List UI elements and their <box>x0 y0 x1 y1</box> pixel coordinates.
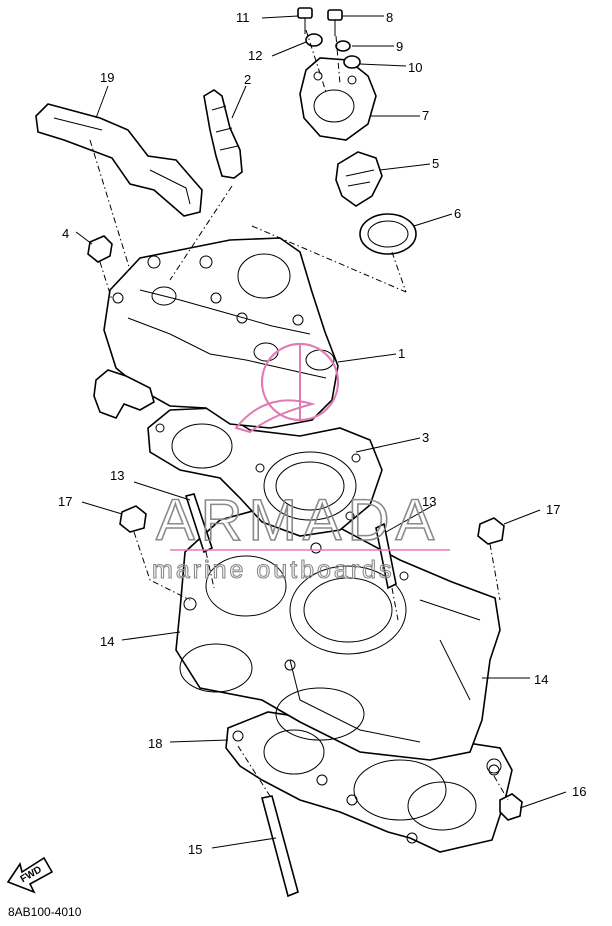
callout-18: 18 <box>148 736 162 751</box>
watermark-tagline: marine outboards <box>152 556 395 584</box>
washer-left <box>305 33 323 47</box>
drawing-code: 8AB100-4010 <box>8 905 82 919</box>
callout-1: 1 <box>398 346 405 361</box>
callout-19: 19 <box>100 70 114 85</box>
cover-bolt-right <box>327 9 343 36</box>
callout-5: 5 <box>432 156 439 171</box>
callout-3: 3 <box>422 430 429 445</box>
nut-right <box>477 517 505 545</box>
callout-12: 12 <box>248 48 262 63</box>
stud-bolt-left <box>184 493 213 554</box>
callout-2: 2 <box>244 72 251 87</box>
callout-9: 9 <box>396 39 403 54</box>
washer-upper-right <box>335 40 351 52</box>
callout-17-left: 17 <box>58 494 72 509</box>
watermark: ARMADA marine outboards <box>151 487 450 585</box>
cylinder-head <box>93 237 340 434</box>
cap-nut-lower-right <box>499 793 523 821</box>
callout-16: 16 <box>572 784 586 799</box>
o-ring <box>359 213 417 255</box>
callout-7: 7 <box>422 108 429 123</box>
callout-4: 4 <box>62 226 69 241</box>
assembly-centerlines <box>89 29 509 801</box>
callout-13-right: 13 <box>422 494 436 509</box>
callout-10: 10 <box>408 60 422 75</box>
thermostat <box>335 151 383 207</box>
callout-17-right: 17 <box>546 502 560 517</box>
callout-numbers: 1 2 3 4 5 6 7 8 9 10 11 12 13 13 14 14 1… <box>58 10 586 857</box>
cover-bolt-left <box>297 7 313 34</box>
stud-bolt-right <box>375 522 397 590</box>
cylinder-block <box>175 497 502 774</box>
head-cover-gasket <box>35 103 203 217</box>
nut-left <box>119 505 147 533</box>
forward-direction-arrow: FWD <box>6 856 54 894</box>
spark-plug <box>203 89 243 179</box>
callout-13-left: 13 <box>110 468 124 483</box>
callout-15: 15 <box>188 842 202 857</box>
washer-lower-right <box>343 55 361 69</box>
callout-6: 6 <box>454 206 461 221</box>
long-stud-bolt <box>261 795 299 898</box>
callout-leader-lines <box>75 15 567 849</box>
callout-11: 11 <box>236 10 250 25</box>
callout-14-right: 14 <box>534 672 548 687</box>
watermark-brand: ARMADA <box>156 488 440 553</box>
callout-8: 8 <box>386 10 393 25</box>
cap-nut <box>87 235 113 263</box>
callout-14-left: 14 <box>100 634 114 649</box>
thermostat-cover <box>299 57 377 141</box>
